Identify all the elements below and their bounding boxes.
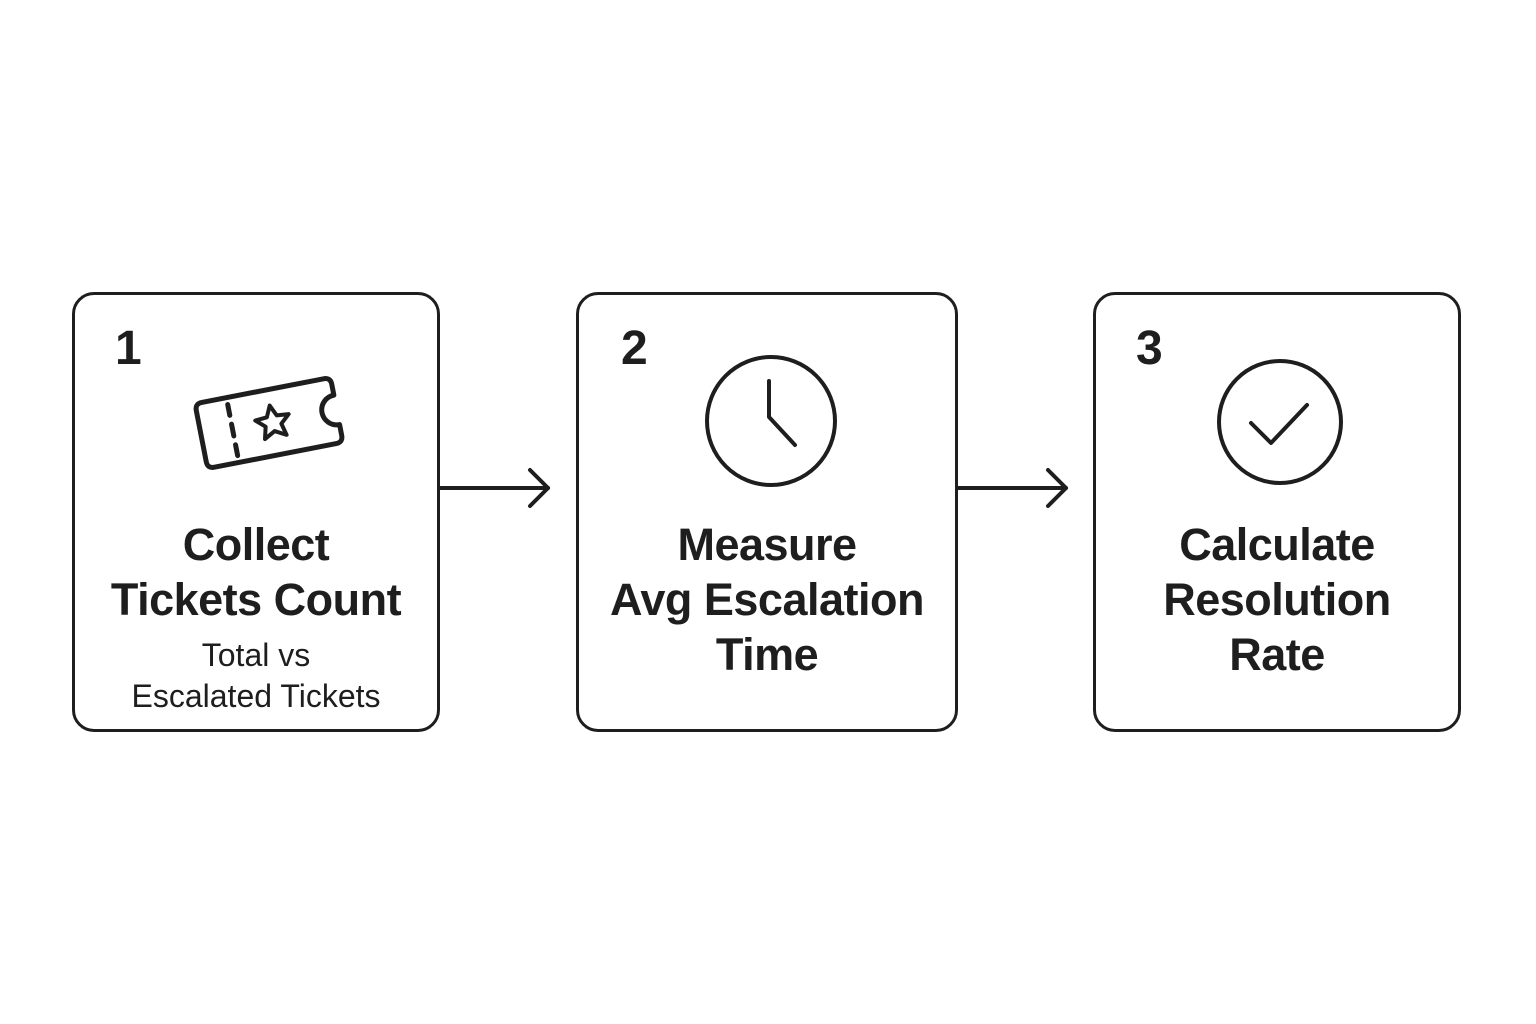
step-2-card: 2 Measure Avg Escalation Time [576,292,958,732]
arrow-right-icon [440,468,550,508]
check-circle-icon [1217,359,1343,485]
step-3-title: Calculate Resolution Rate [1163,519,1391,680]
step-1-number: 1 [115,322,142,375]
step-2-title: Measure Avg Escalation Time [610,519,924,680]
step-3-number: 3 [1136,322,1163,375]
clock-icon [705,355,837,487]
step-1-subtitle: Total vs Escalated Tickets [131,637,381,714]
step-3-card: 3 Calculate Resolution Rate [1093,292,1461,732]
step-1-card: 1 Collect Tickets Count Total vs Escalat… [72,292,440,732]
step-1-title: Collect Tickets Count [110,519,402,625]
step-2-number: 2 [621,322,648,375]
ticket-icon [193,376,345,470]
arrow-right-icon [958,468,1068,508]
